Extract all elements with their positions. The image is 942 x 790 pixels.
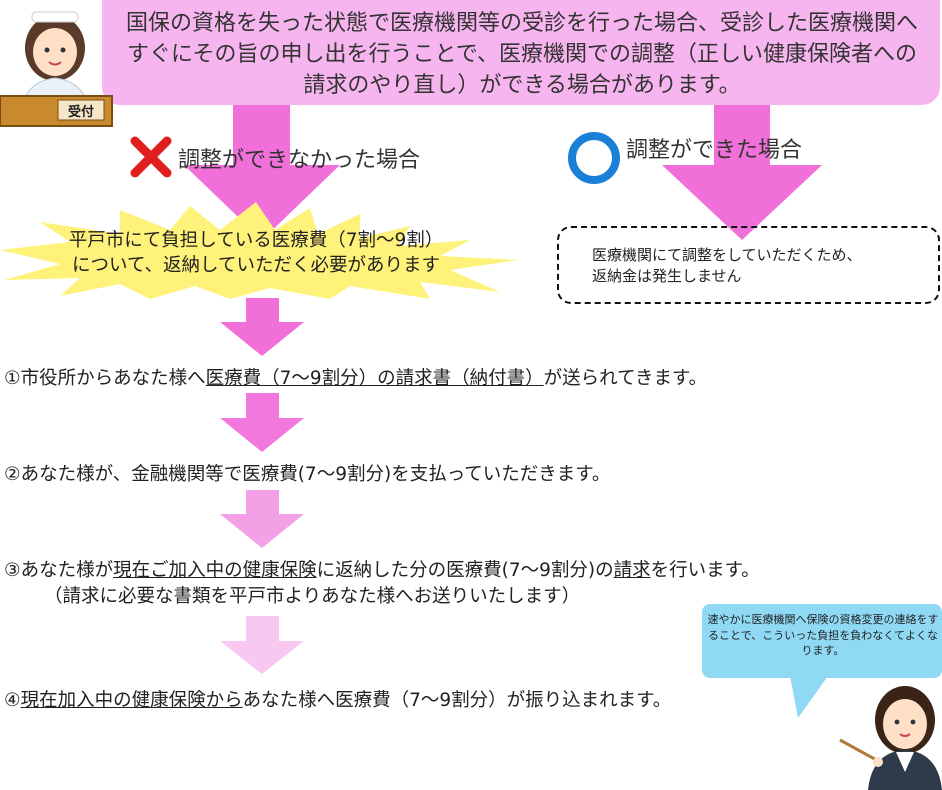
step-arrow-3 — [220, 490, 304, 548]
step-1: ①市役所からあなた様へ医療費（7～9割分）の請求書（納付書）が送られてきます。 — [4, 366, 707, 391]
adjusted-label: 調整ができた場合 — [626, 138, 803, 163]
receptionist-illustration — [0, 11, 113, 127]
adjusted-message: 医療機関にて調整をしていただくため、 返納金は発生しません — [592, 245, 932, 287]
step-3: ③あなた様が現在ご加入中の健康保険に返納した分の医療費(7～9割分)の請求を行い… — [4, 558, 760, 583]
step-1-prefix: ①市役所からあなた様へ — [4, 368, 206, 389]
step-3-note: （請求に必要な書類を平戸市よりあなた様へお送りいたします） — [44, 586, 581, 607]
presenter-face — [883, 699, 927, 749]
adjusted-message-line1: 医療機関にて調整をしていただくため、 — [592, 246, 862, 264]
step-arrow-2 — [220, 393, 304, 452]
face-shape — [33, 28, 77, 76]
speech-bubble — [702, 604, 942, 790]
step-2: ②あなた様が、金融機関等で医療費(7～9割分)を支払っていただきます。 — [4, 464, 611, 485]
adjusted-message-box — [557, 226, 940, 304]
step-3-underlined-2: 請求 — [613, 560, 651, 581]
cross-icon — [130, 136, 172, 178]
flow-arrow-left — [184, 100, 340, 240]
step-4-suffix: あなた様へ医療費（7～9割分）が振り込まれます。 — [242, 690, 672, 711]
not-adjusted-message: 平戸市にて負担している医療費（7割～9割） について、返納していただく必要があり… — [0, 228, 512, 278]
step-arrow-1 — [220, 298, 304, 356]
reception-sign-label: 受付 — [67, 105, 94, 120]
not-adjusted-message-line2: について、返納していただく必要があります — [72, 255, 440, 276]
nurse-cap — [31, 11, 79, 23]
step-arrow-4 — [220, 616, 304, 674]
step-4-prefix: ④ — [4, 690, 21, 711]
not-adjusted-message-line1: 平戸市にて負担している医療費（7割～9割） — [68, 230, 444, 251]
reception-sign-plate — [57, 99, 105, 121]
flow-arrow-right — [662, 100, 822, 240]
step-3-prefix: ③あなた様が — [4, 560, 114, 581]
step-3-underlined-1: 現在ご加入中の健康保険 — [113, 560, 317, 581]
pointer-stick — [839, 738, 881, 764]
step-3-middle: に返納した分の医療費(7～9割分)の — [316, 560, 614, 581]
explanation-banner — [102, 0, 940, 105]
adjusted-message-line2: 返納金は発生しません — [592, 267, 742, 285]
circle-icon — [568, 132, 620, 184]
burst-shape — [0, 202, 518, 299]
step-4: ④現在加入中の健康保険からあなた様へ医療費（7～9割分）が振り込まれます。 — [4, 688, 671, 713]
advice-text: 速やかに医療機関へ保険の資格変更の連絡をすることで、こういった負担を負わなくてよ… — [707, 613, 939, 657]
step-4-underlined: 現在加入中の健康保険から — [20, 690, 243, 711]
step-1-suffix: が送られてきます。 — [543, 368, 708, 389]
step-3-suffix: を行います。 — [650, 560, 760, 581]
explanation-text: 国保の資格を失った状態で医療機関等の受診を行った場合、受診した医療機関へすぐにそ… — [125, 11, 918, 98]
not-adjusted-label: 調整ができなかった場合 — [178, 148, 421, 173]
step-1-underlined: 医療費（7～9割分）の請求書（納付書） — [205, 368, 544, 389]
